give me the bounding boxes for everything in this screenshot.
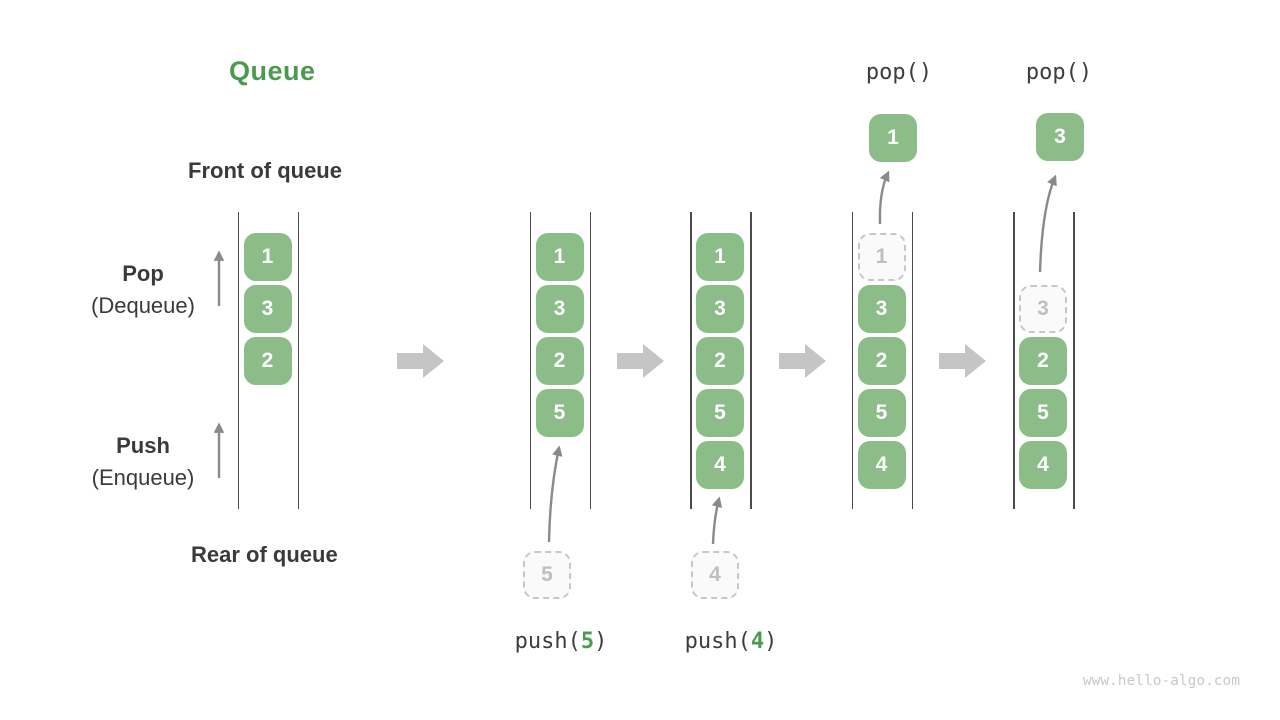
push-action-label: Push (Enqueue) [58, 430, 228, 494]
queue-element: 2 [1019, 337, 1067, 385]
queue-element: 5 [535, 389, 584, 437]
queue-element-dashed: 1 [857, 233, 906, 281]
diagram-title: Queue [229, 56, 316, 86]
queue-wall-left-pop-3 [1013, 212, 1015, 509]
step-arrow-icon-1 [397, 344, 444, 378]
operation-label-pop-1: pop() [865, 60, 933, 85]
operation-label-after-push-5: push(5) [514, 629, 608, 654]
queue-element: 5 [1019, 389, 1067, 437]
queue-element: 1 [535, 233, 584, 281]
queue-wall-left-initial-queue [237, 212, 240, 509]
pop-arrow-1 [878, 170, 890, 225]
queue-wall-right-pop-3 [1073, 212, 1075, 509]
pushed-element-dashed: 4 [691, 551, 739, 599]
popped-element: 1 [869, 114, 917, 162]
push-label: Push [116, 433, 170, 458]
pop-arrow-3 [1038, 174, 1057, 273]
step-arrow-icon-4 [939, 344, 986, 378]
push-arrow-4 [711, 496, 723, 545]
queue-wall-left-after-push-4 [690, 212, 692, 509]
thin-arrows-group [213, 170, 1057, 545]
step-arrow-icon-3 [779, 344, 826, 378]
pop-action-label: Pop (Dequeue) [58, 258, 228, 322]
queue-wall-right-pop-1 [911, 212, 914, 509]
queue-element: 2 [696, 337, 744, 385]
queue-wall-right-after-push-4 [750, 212, 752, 509]
queue-wall-right-after-push-5 [589, 212, 592, 509]
step-arrow-icon-2 [617, 344, 664, 378]
dequeue-label: (Dequeue) [91, 293, 195, 318]
queue-element: 3 [535, 285, 584, 333]
queue-element: 4 [1019, 441, 1067, 489]
watermark: www.hello-algo.com [1082, 673, 1240, 689]
queue-element: 3 [696, 285, 744, 333]
queue-element: 2 [857, 337, 906, 385]
queue-element: 5 [857, 389, 906, 437]
popped-element: 3 [1036, 113, 1084, 161]
queue-element: 4 [696, 441, 744, 489]
queue-wall-right-initial-queue [297, 212, 300, 509]
queue-element: 1 [243, 233, 292, 281]
pop-label: Pop [122, 261, 164, 286]
queue-element-dashed: 3 [1019, 285, 1067, 333]
queue-element: 3 [857, 285, 906, 333]
push-arrow-5 [547, 445, 563, 543]
queue-element: 2 [243, 337, 292, 385]
queue-element: 4 [857, 441, 906, 489]
queue-element: 3 [243, 285, 292, 333]
pushed-element-dashed: 5 [523, 551, 571, 599]
queue-element: 2 [535, 337, 584, 385]
enqueue-label: (Enqueue) [91, 465, 195, 490]
front-of-queue-label: Front of queue [188, 158, 342, 183]
rear-of-queue-label: Rear of queue [191, 542, 338, 567]
queue-element: 1 [696, 233, 744, 281]
operation-label-pop-3: pop() [1025, 60, 1093, 85]
queue-element: 5 [696, 389, 744, 437]
queue-wall-left-after-push-5 [529, 212, 532, 509]
queue-wall-left-pop-1 [851, 212, 854, 509]
operation-label-after-push-4: push(4) [684, 629, 778, 654]
